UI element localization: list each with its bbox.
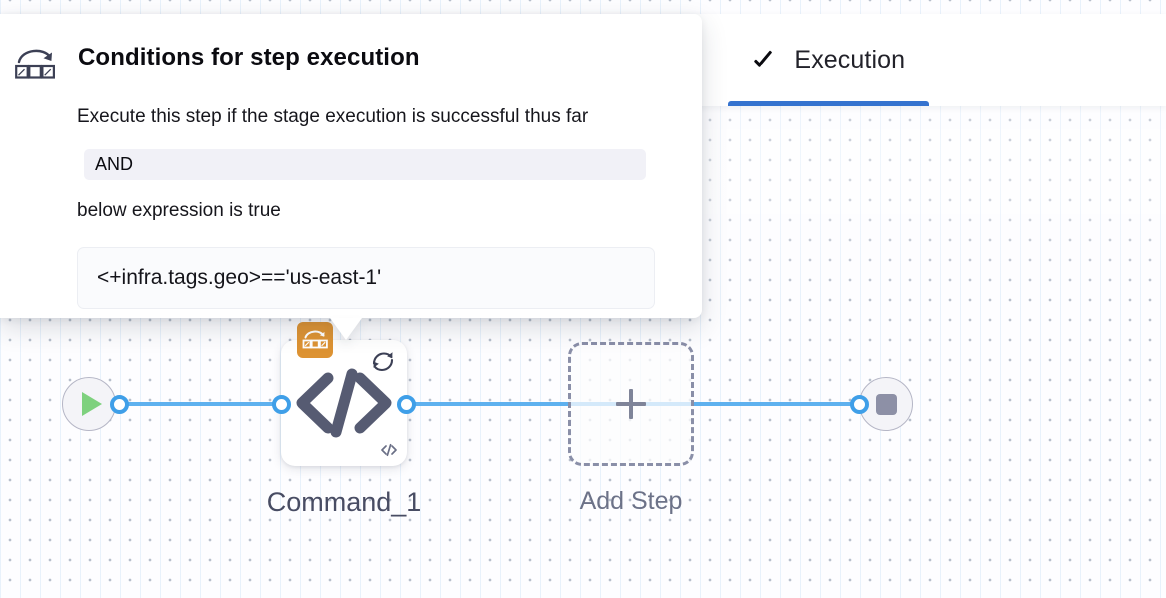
- conditions-popover: Conditions for step execution Execute th…: [0, 14, 702, 318]
- stop-icon: [875, 393, 897, 415]
- code-icon: [281, 340, 407, 466]
- retry-loop-icon: [367, 346, 399, 378]
- tab-active-underline: [728, 101, 930, 106]
- edge-addstep-to-end: [625, 402, 865, 406]
- connector-dot-end-in[interactable]: [850, 395, 869, 414]
- connector-dot-step-out[interactable]: [397, 395, 416, 414]
- pipeline-start-node[interactable]: [62, 377, 116, 431]
- plus-icon: [616, 389, 646, 419]
- step-node-command-1[interactable]: [281, 322, 407, 466]
- conditional-execution-icon[interactable]: [297, 322, 333, 358]
- popover-tail: [330, 318, 362, 340]
- logical-operator-field[interactable]: AND: [84, 149, 646, 180]
- code-icon-small: [379, 440, 399, 460]
- tab-execution-label: Execution: [794, 45, 906, 74]
- popover-condition-line-2: below expression is true: [77, 200, 281, 221]
- popover-header: Conditions for step execution: [14, 40, 420, 84]
- connector-dot-start-out[interactable]: [110, 395, 129, 414]
- step-node-label: Command_1: [266, 487, 422, 517]
- connector-dot-step-in[interactable]: [272, 395, 291, 414]
- play-icon: [82, 392, 102, 416]
- add-step-label: Add Step: [579, 487, 683, 515]
- pipeline-end-node[interactable]: [859, 377, 913, 431]
- expression-value: <+infra.tags.geo>=='us-east-1': [97, 266, 382, 289]
- edge-step-to-addstep: [400, 402, 640, 406]
- tab-execution[interactable]: Execution: [728, 14, 930, 106]
- logical-operator-value: AND: [95, 154, 134, 174]
- add-step-button[interactable]: [568, 342, 694, 466]
- popover-condition-line-1: Execute this step if the stage execution…: [77, 106, 589, 127]
- expression-field[interactable]: <+infra.tags.geo>=='us-east-1': [77, 247, 655, 309]
- conditional-execution-icon: [14, 44, 56, 84]
- popover-title: Conditions for step execution: [78, 44, 420, 71]
- edge-start-to-step: [112, 402, 290, 406]
